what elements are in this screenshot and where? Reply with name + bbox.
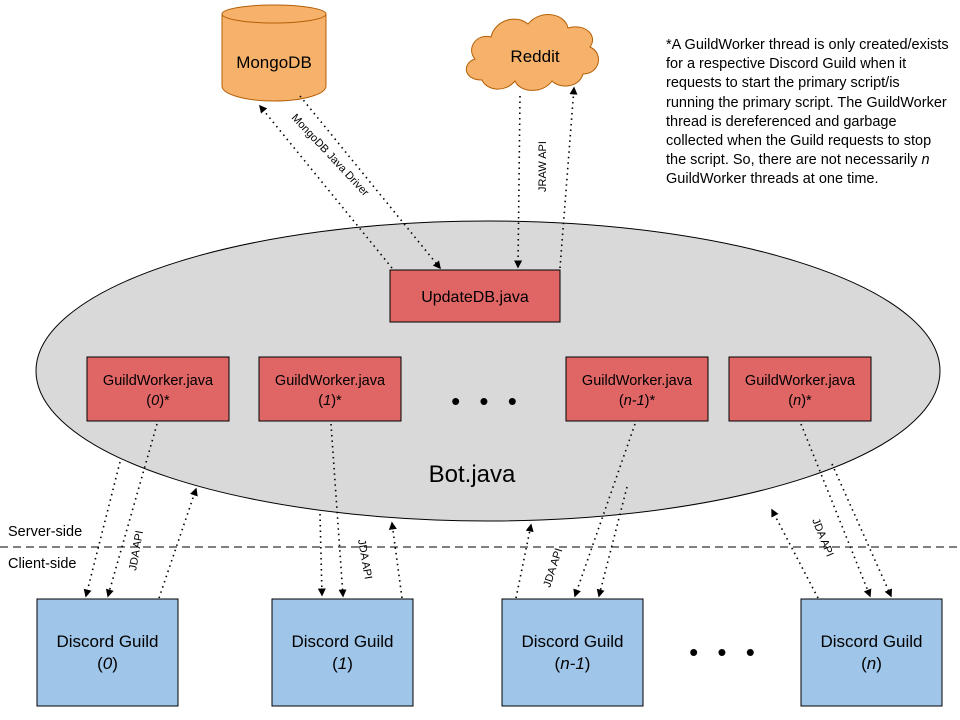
edge-guild3-to-worker3 (771, 508, 819, 599)
server-side-label: Server-side (8, 524, 82, 540)
mongodb-label: MongoDB (236, 53, 312, 72)
edge-worker1-to-guild1-b (330, 423, 347, 598)
discord-guild-index: (n) (861, 654, 882, 673)
discord-guild-box (271, 598, 414, 707)
reddit-label: Reddit (510, 47, 559, 66)
guild-worker-name: GuildWorker.java (275, 373, 386, 389)
edge-worker3-to-guild3 (800, 423, 872, 598)
edge-worker0-to-guild0 (105, 423, 158, 598)
footnote-part-1: *A GuildWorker thread is only created/ex… (666, 37, 949, 169)
guild-workers: GuildWorker.java (0)* GuildWorker.java (1)*… (86, 356, 872, 422)
guild-worker-name: GuildWorker.java (103, 373, 214, 389)
mongo-driver-label: MongoDB Java Driver (289, 112, 371, 199)
edge-worker1-to-guild1 (317, 513, 326, 597)
guild-worker-index: (n)* (788, 393, 812, 409)
workers-ellipsis: • • • (451, 386, 523, 416)
guild-worker-1[interactable]: GuildWorker.java (1)* (258, 356, 402, 422)
footnote: *A GuildWorker thread is only created/ex… (666, 36, 952, 190)
updatedb-label: UpdateDB.java (421, 289, 529, 306)
discord-guild-1[interactable]: Discord Guild (1) (271, 598, 414, 707)
footnote-italic: n (921, 152, 930, 169)
reddit-cloud-icon (465, 14, 599, 91)
guild-worker-box (565, 356, 709, 422)
mongodb-node[interactable]: MongoDB (221, 4, 327, 102)
guild-worker-index: (n-1)* (619, 393, 656, 409)
guild-worker-2[interactable]: GuildWorker.java (n-1)* (565, 356, 709, 422)
edge-worker3-to-guild3-b (831, 463, 892, 598)
guild-worker-box (86, 356, 230, 422)
guild-worker-name: GuildWorker.java (582, 373, 693, 389)
edge-guild0-to-worker0 (158, 487, 198, 599)
guild-worker-box (728, 356, 872, 422)
discord-guild-index: (1) (332, 654, 353, 673)
edge-worker2-to-guild2-b (596, 486, 628, 598)
discord-guild-name: Discord Guild (56, 632, 158, 651)
discord-guild-name: Discord Guild (521, 632, 623, 651)
jda-label-3: JDA API (809, 517, 835, 559)
guild-worker-index: (0)* (146, 393, 170, 409)
jda-label-0: JDA API (127, 530, 146, 572)
guild-worker-0[interactable]: GuildWorker.java (0)* (86, 356, 230, 422)
edge-mongodb-to-updatedb (299, 95, 441, 270)
jraw-label: JRAW API (537, 141, 549, 192)
bot-label: Bot.java (429, 461, 516, 488)
connectors (83, 86, 892, 599)
updatedb-box (389, 269, 561, 323)
mongodb-cylinder-top (221, 4, 327, 24)
guilds-ellipsis: • • • (689, 637, 761, 667)
guild-worker-name: GuildWorker.java (745, 373, 856, 389)
discord-guild-0[interactable]: Discord Guild (0) (36, 598, 179, 707)
discord-guild-index: (0) (97, 654, 118, 673)
edge-guild1-to-worker1 (388, 521, 403, 599)
edge-reddit-to-updatedb (514, 95, 523, 269)
guild-worker-index: (1)* (318, 393, 342, 409)
updatedb-node[interactable]: UpdateDB.java (389, 269, 561, 323)
jda-label-1: JDA API (355, 538, 374, 580)
guild-worker-3[interactable]: GuildWorker.java (n)* (728, 356, 872, 422)
discord-guild-name: Discord Guild (291, 632, 393, 651)
discord-guild-name: Discord Guild (820, 632, 922, 651)
discord-guild-3[interactable]: Discord Guild (n) (800, 598, 943, 707)
bot-ellipse[interactable] (35, 220, 941, 522)
discord-guild-box (800, 598, 943, 707)
jda-label-2: JDA API (541, 547, 565, 589)
footnote-part-2: GuildWorker threads at one time. (666, 171, 879, 188)
discord-guild-2[interactable]: Discord Guild (n-1) (501, 598, 644, 707)
discord-guild-box (36, 598, 179, 707)
discord-guild-box (501, 598, 644, 707)
edge-guild2-to-worker2 (515, 523, 534, 599)
discord-guilds: Discord Guild(0)Discord Guild(1)Discord … (36, 598, 943, 707)
edge-client0-to-guild0 (83, 461, 121, 598)
discord-guild-index: (n-1) (555, 654, 591, 673)
mongodb-cylinder-icon (221, 14, 327, 102)
reddit-node[interactable]: Reddit (465, 14, 599, 91)
guild-worker-box (258, 356, 402, 422)
client-side-label: Client-side (8, 556, 77, 572)
